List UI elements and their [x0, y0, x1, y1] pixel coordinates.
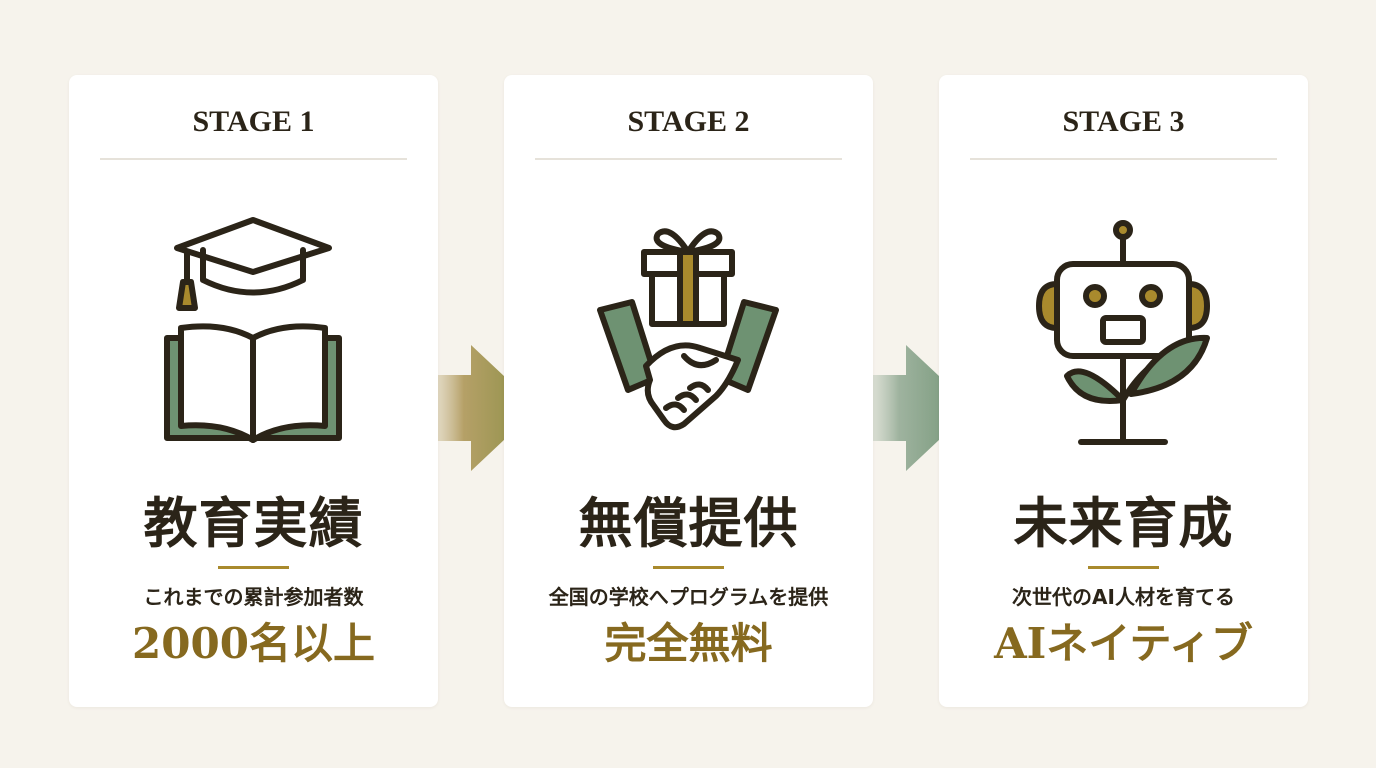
robot-sprout-icon [1023, 210, 1223, 460]
stage-card: STAGE 3 未来育成 次世代のAI人材を育てる [939, 75, 1308, 707]
card-description: これまでの累計参加者数 [143, 585, 364, 609]
card-title: 教育実績 [143, 491, 364, 555]
card-highlight: 完全無料 [604, 619, 773, 668]
stage-card: STAGE 1 教育実績 これまでの累計参加者数 2000名以上 [69, 75, 438, 707]
gold-rule [1088, 566, 1159, 569]
card-highlight: 2000名以上 [132, 619, 375, 668]
card-divider [100, 158, 407, 160]
card-highlight: AIネイティブ [994, 619, 1253, 668]
card-title: 無償提供 [578, 491, 799, 555]
card-title: 未来育成 [1013, 491, 1234, 555]
graduation-cap-book-icon [153, 210, 353, 460]
card-divider [535, 158, 842, 160]
gold-rule [653, 566, 724, 569]
card-description: 次世代のAI人材を育てる [1012, 585, 1235, 609]
stage-label: STAGE 3 [1062, 105, 1185, 138]
card-description: 全国の学校へプログラムを提供 [548, 585, 829, 609]
stage-label: STAGE 2 [627, 105, 750, 138]
gift-handshake-icon [588, 210, 788, 460]
card-divider [970, 158, 1277, 160]
stage-card: STAGE 2 無償提供 全国の学校へプログラムを提供 完全無料 [504, 75, 873, 707]
stage-label: STAGE 1 [192, 105, 315, 138]
gold-rule [218, 566, 289, 569]
